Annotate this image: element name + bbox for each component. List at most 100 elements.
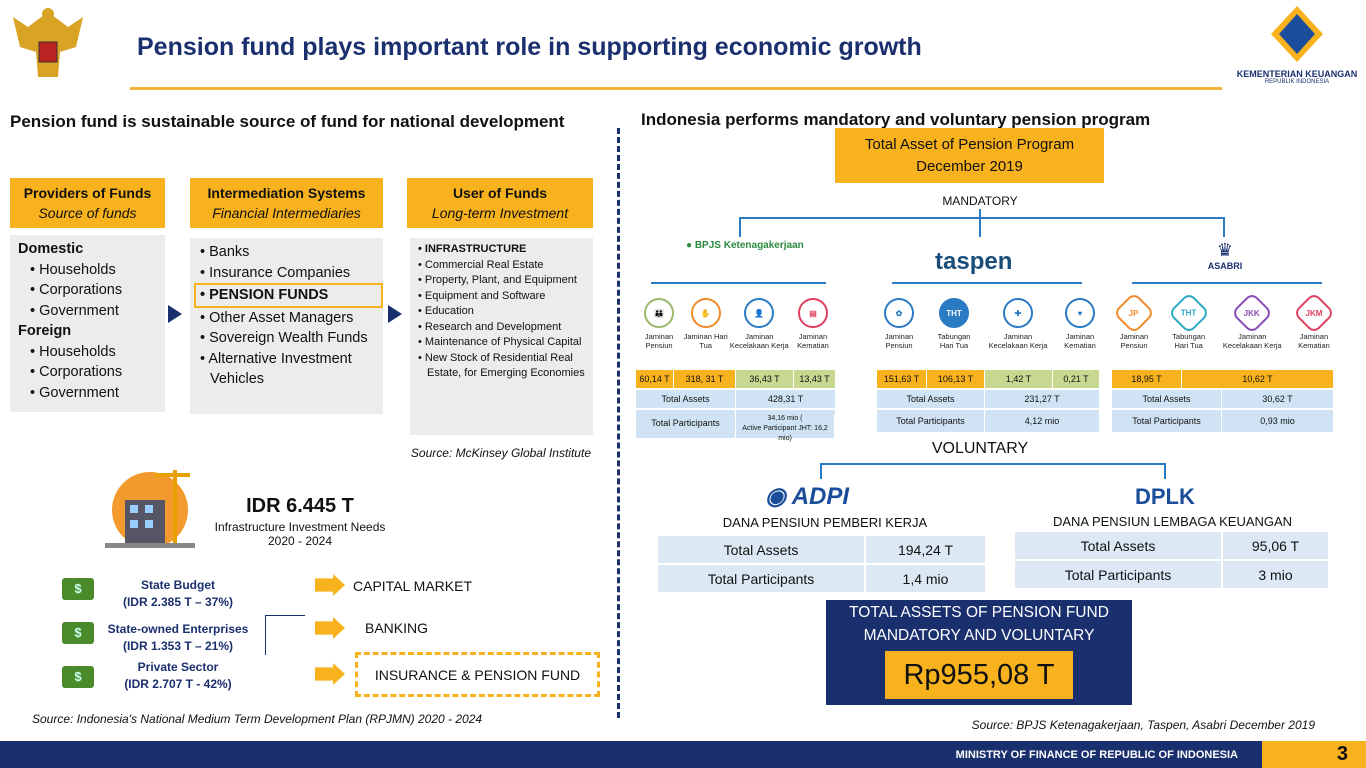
list-item: • Research and Development	[418, 320, 562, 333]
arrow-right-icon	[388, 305, 402, 323]
funding-private: Private Sector(IDR 2.707 T - 42%)	[124, 660, 232, 691]
list-item: • New Stock of Residential Real Estate, …	[418, 351, 585, 380]
program-jaminan-kecelakaan-kerja: 👤Jaminan Kecelakaan Kerja	[729, 298, 789, 350]
domestic-label: Domestic	[18, 241, 84, 257]
column-subtitle: Long-term Investment	[431, 205, 569, 221]
ministry-sub: REPUBLIK INDONESIA	[1264, 79, 1330, 85]
tree-line	[739, 217, 741, 237]
column-title: Intermediation Systems	[207, 185, 366, 201]
program-jaminan-hari-tua: ✋Jaminan Hari Tua	[683, 298, 729, 350]
tree-icon: ✿	[884, 298, 914, 328]
building-construction-icon	[105, 465, 195, 555]
taspen-logo: taspen	[935, 248, 1013, 275]
ministry-name: KEMENTERIAN KEUANGAN	[1236, 69, 1358, 79]
list-item: • Banks	[200, 244, 250, 260]
column-title: User of Funds	[452, 185, 548, 201]
right-heading: Indonesia performs mandatory and volunta…	[641, 110, 1151, 129]
arrow-right-icon	[168, 305, 182, 323]
list-item: • INFRASTRUCTURE	[418, 243, 527, 255]
family-icon: 👪	[644, 298, 674, 328]
program-jaminan-kecelakaan-kerja: ✚Jaminan Kecelakaan Kerja	[987, 298, 1049, 350]
program-jaminan-pensiun: ✿Jaminan Pensiun	[877, 298, 921, 350]
column-title: Providers of Funds	[23, 185, 152, 201]
connector-line	[265, 615, 305, 655]
program-jaminan-kematian: ▤Jaminan Kematian	[790, 298, 836, 350]
program-jaminan-kematian: ♥Jaminan Kematian	[1060, 298, 1100, 350]
asabri-logo: ♛ASABRI	[1205, 240, 1245, 271]
medical-cross-icon: ✚	[1003, 298, 1033, 328]
tree-line	[979, 209, 981, 218]
list-item-highlighted: • PENSION FUNDS	[194, 283, 383, 308]
source-mckinsey: Source: McKinsey Global Institute	[410, 446, 591, 460]
page-title: Pension fund plays important role in sup…	[137, 33, 922, 61]
money-icon: $	[62, 666, 94, 688]
ministry-logo: KEMENTERIAN KEUANGAN REPUBLIK INDONESIA	[1232, 4, 1362, 85]
worker-icon: 👤	[744, 298, 775, 328]
column-subtitle: Source of funds	[38, 205, 137, 221]
page-number: 3	[1262, 741, 1366, 768]
title-underline	[130, 87, 1222, 90]
list-item: • Corporations	[30, 282, 123, 298]
adpi-logo: ◉ ADPI	[765, 483, 850, 510]
providers-box: Domestic • Households • Corporations • G…	[10, 235, 165, 412]
list-item: • Insurance Companies	[200, 264, 351, 281]
list-item: • Equipment and Software	[418, 289, 546, 302]
kemenkeu-emblem-icon	[1271, 6, 1323, 62]
infra-label: Infrastructure Investment Needs	[214, 520, 386, 534]
asabri-emblem-icon: ♛	[1216, 240, 1234, 260]
column-subtitle: Financial Intermediaries	[212, 205, 361, 221]
list-item: • Sovereign Wealth Funds	[200, 330, 368, 346]
money-bag-icon: THT	[939, 298, 969, 328]
heart-hand-icon: ♥	[1065, 298, 1095, 328]
channel-banking: BANKING	[365, 620, 429, 636]
list-item: • Education	[418, 305, 474, 317]
orange-arrow-icon	[315, 663, 345, 685]
money-icon: $	[62, 578, 94, 600]
funding-soe: State-owned Enterprises(IDR 1.353 T – 21…	[107, 622, 249, 653]
infra-amount: IDR 6.445 T	[246, 495, 354, 517]
left-heading: Pension fund is sustainable source of fu…	[10, 112, 565, 131]
dplk-title: DANA PENSIUN LEMBAGA KEUANGAN	[1052, 514, 1293, 529]
tree-line	[1223, 217, 1225, 237]
orange-arrow-icon	[315, 574, 345, 596]
dplk-logo: DPLK	[1135, 484, 1195, 509]
bpjs-logo: ● BPJS Ketenagakerjaan	[686, 240, 804, 251]
intermediaries-box: • Banks • Insurance Companies • PENSION …	[190, 238, 383, 414]
mandatory-label: MANDATORY	[942, 194, 1018, 208]
tree-line	[820, 463, 822, 479]
grand-total-value: Rp955,08 T	[885, 651, 1073, 699]
list-item: • Property, Plant, and Equipment	[418, 274, 577, 286]
infra-period: 2020 - 2024	[267, 534, 333, 548]
channel-capital-market: CAPITAL MARKET	[353, 578, 473, 594]
tree-line	[820, 463, 1165, 465]
program-jaminan-pensiun: 👪Jaminan Pensiun	[636, 298, 682, 350]
hand-icon: ✋	[690, 298, 721, 328]
footer-bar: MINISTRY OF FINANCE OF REPUBLIC OF INDON…	[0, 741, 1262, 768]
money-icon: $	[62, 622, 94, 644]
footer-text: MINISTRY OF FINANCE OF REPUBLIC OF INDON…	[955, 749, 1238, 761]
infrastructure-needs: IDR 6.445 T Infrastructure Investment Ne…	[200, 495, 400, 548]
section-divider	[617, 128, 620, 718]
channel-insurance-pension: INSURANCE & PENSION FUND	[355, 652, 600, 697]
list-item: • Households	[30, 261, 116, 278]
funding-state-budget: State Budget(IDR 2.385 T – 37%)	[122, 578, 234, 609]
list-item: • Other Asset Managers	[200, 309, 354, 326]
garuda-emblem-icon	[8, 2, 88, 87]
list-item: • Corporations	[30, 364, 123, 380]
users-box: • INFRASTRUCTURE • Commercial Real Estat…	[410, 238, 593, 435]
tree-line	[979, 217, 981, 237]
list-item: • Maintenance of Physical Capital	[418, 336, 582, 348]
list-item: • Government	[30, 384, 119, 401]
list-item: • Households	[30, 343, 116, 360]
